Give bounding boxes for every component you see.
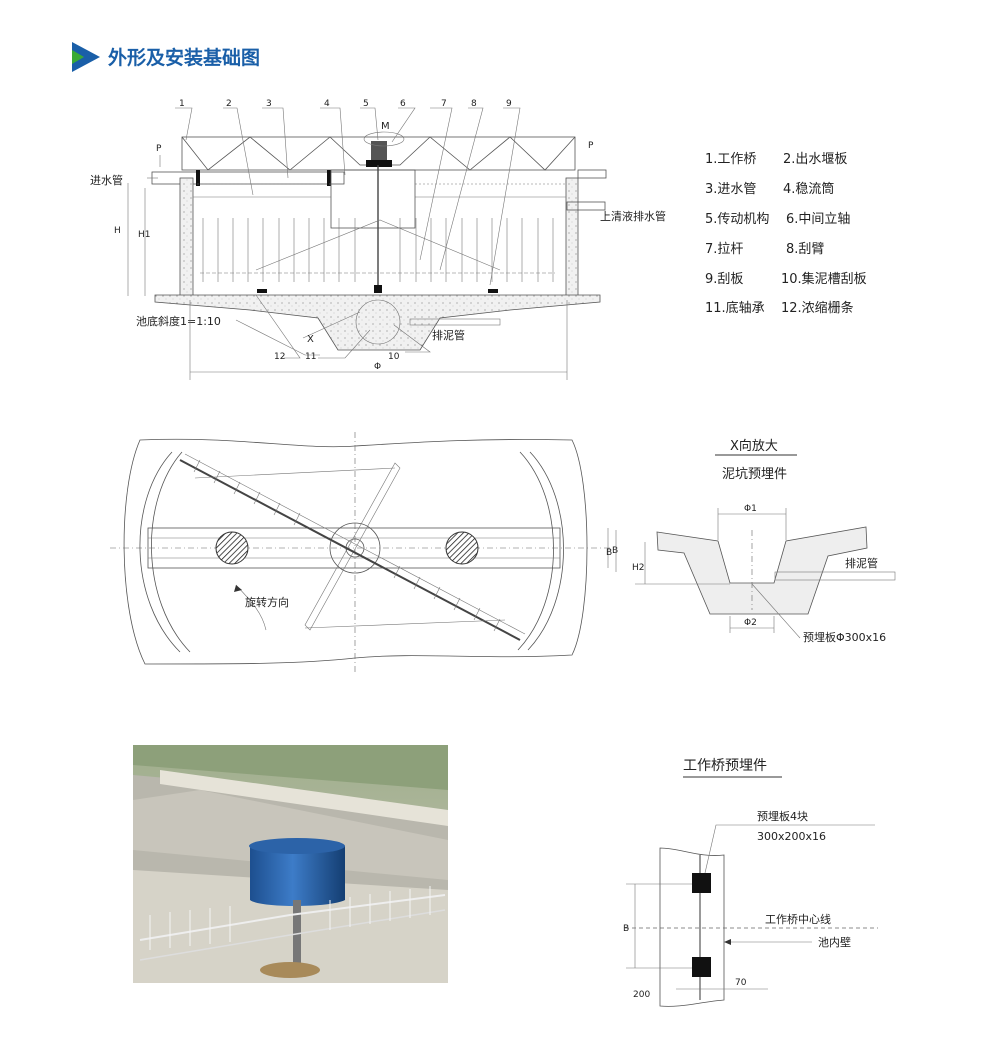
bridge-b-label: B [623, 924, 629, 934]
embedded-plate-bottom [692, 957, 711, 977]
motor-label: M [381, 121, 390, 132]
callout-2: 2 [226, 99, 232, 109]
legend-item: 3.进水管 [705, 182, 756, 197]
plate-size-label: 300x200x16 [757, 830, 826, 843]
phi1-label: Φ1 [744, 504, 757, 514]
legend-item: 11.底轴承 [705, 300, 765, 316]
x-detail-sludge-pipe-label: 排泥管 [845, 556, 878, 570]
floor-slope-label: 池底斜度1=1:10 [136, 314, 221, 328]
page-title: 外形及安装基础图 [108, 46, 260, 69]
play-arrow-icon [72, 42, 100, 72]
plan-b-label: B [612, 546, 618, 556]
callout-7: 7 [441, 99, 447, 109]
x-detail-drawing: X向放大 泥坑预埋件 Φ1 Φ2 B H2 排泥管 预埋板Φ300x16 [606, 438, 896, 644]
callout-1: 1 [179, 99, 185, 109]
callout-11: 11 [305, 352, 316, 362]
dim-200-label: 200 [633, 990, 650, 1000]
x-detail-b-label: B [606, 548, 612, 558]
embedded-plate-label: 预埋板Φ300x16 [803, 630, 886, 644]
inner-wall-label: 池内壁 [818, 935, 851, 949]
height-h1-label: H1 [138, 230, 151, 240]
callout-9: 9 [506, 99, 512, 109]
plan-drawing: 旋转方向 B [110, 432, 618, 672]
detail-x-mark: X [307, 334, 314, 345]
drive-motor-icon [363, 131, 405, 167]
callout-6: 6 [400, 99, 406, 109]
bridge-embed-drawing: 工作桥预埋件 预埋板4块 300x200x16 工作桥中心线 池内壁 B 200… [623, 758, 878, 1007]
parts-legend: 1.工作桥 2.出水堰板 3.进水管 4.稳流筒 5.传动机构 6.中间立轴 7… [705, 152, 867, 316]
inlet-pipe-label: 进水管 [90, 173, 123, 187]
callout-5: 5 [363, 99, 369, 109]
callout-8: 8 [471, 99, 477, 109]
play-arrow-accent-icon [72, 50, 84, 64]
dim-70-label: 70 [735, 978, 747, 988]
legend-item: 7.拉杆 [705, 242, 743, 257]
callout-10: 10 [388, 352, 400, 362]
diameter-label: Φ [374, 362, 381, 372]
legend-item: 2.出水堰板 [783, 152, 847, 167]
callout-12: 12 [274, 352, 285, 362]
legend-item: 1.工作桥 [705, 152, 756, 167]
legend-item: 8.刮臂 [786, 242, 824, 257]
legend-item: 9.刮板 [705, 272, 743, 287]
x-detail-subtitle: 泥坑预埋件 [722, 467, 787, 482]
legend-item: 12.浓缩栅条 [781, 300, 854, 316]
load-p-right: P [588, 141, 594, 151]
phi2-label: Φ2 [744, 618, 757, 628]
bridge-embed-title: 工作桥预埋件 [683, 758, 767, 774]
legend-item: 6.中间立轴 [786, 212, 850, 227]
rotation-direction-label: 旋转方向 [245, 595, 289, 609]
elevation-drawing: 1 2 3 4 5 6 7 8 9 10 11 12 M P P 进水管 上清液… [90, 99, 666, 380]
centerline-label: 工作桥中心线 [765, 912, 831, 926]
callout-4: 4 [324, 99, 330, 109]
legend-item: 5.传动机构 [705, 212, 769, 227]
callout-3: 3 [266, 99, 272, 109]
load-p-left: P [156, 144, 162, 154]
sludge-pipe-label: 排泥管 [432, 328, 465, 342]
outlet-pipe-label: 上清液排水管 [600, 209, 666, 223]
h2-label: H2 [632, 563, 645, 573]
legend-item: 10.集泥槽刮板 [781, 271, 867, 287]
x-detail-title: X向放大 [730, 438, 778, 454]
height-h-label: H [114, 226, 121, 236]
plate-count-label: 预埋板4块 [757, 809, 808, 823]
legend-item: 4.稳流筒 [783, 181, 834, 197]
section-header: 外形及安装基础图 [72, 42, 260, 72]
equipment-photo [133, 745, 448, 983]
embedded-plate-top [692, 873, 711, 893]
